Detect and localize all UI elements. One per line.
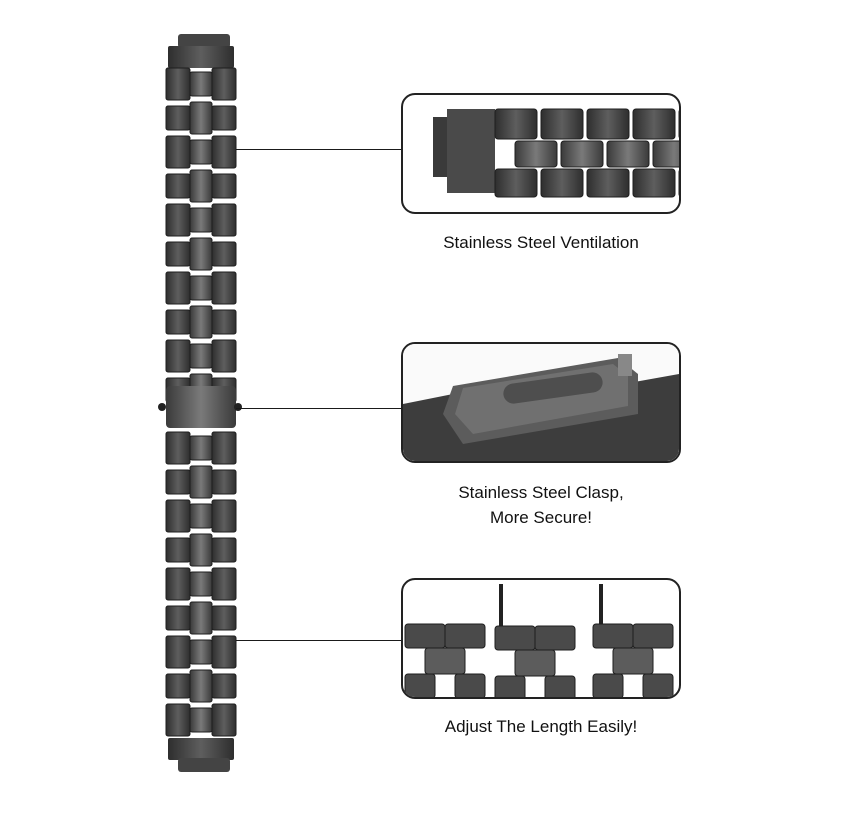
caption-line: More Secure!: [489, 508, 593, 527]
strap-bottom-endpiece: [178, 758, 230, 772]
callout-line-adjust: [236, 640, 401, 641]
caption-line: Adjust The Length Easily!: [444, 717, 638, 736]
clasp-closeup-panel: [401, 342, 681, 463]
caption-ventilation: Stainless Steel Ventilation: [401, 230, 681, 255]
ventilation-closeup-panel: [401, 93, 681, 214]
caption-line: Stainless Steel Clasp,: [458, 483, 624, 502]
strap-top-endpiece: [178, 34, 230, 48]
strap-lower-links: [165, 431, 237, 737]
callout-line-clasp: [236, 408, 401, 409]
caption-clasp: Stainless Steel Clasp, More Secure!: [401, 480, 681, 530]
callout-line-ventilation: [236, 149, 401, 150]
caption-adjust: Adjust The Length Easily!: [401, 714, 681, 739]
adjust-closeup-panel: [401, 578, 681, 699]
strap-upper-links: [165, 67, 237, 407]
caption-line: Stainless Steel Ventilation: [443, 233, 639, 252]
strap-clasp: [166, 386, 236, 428]
